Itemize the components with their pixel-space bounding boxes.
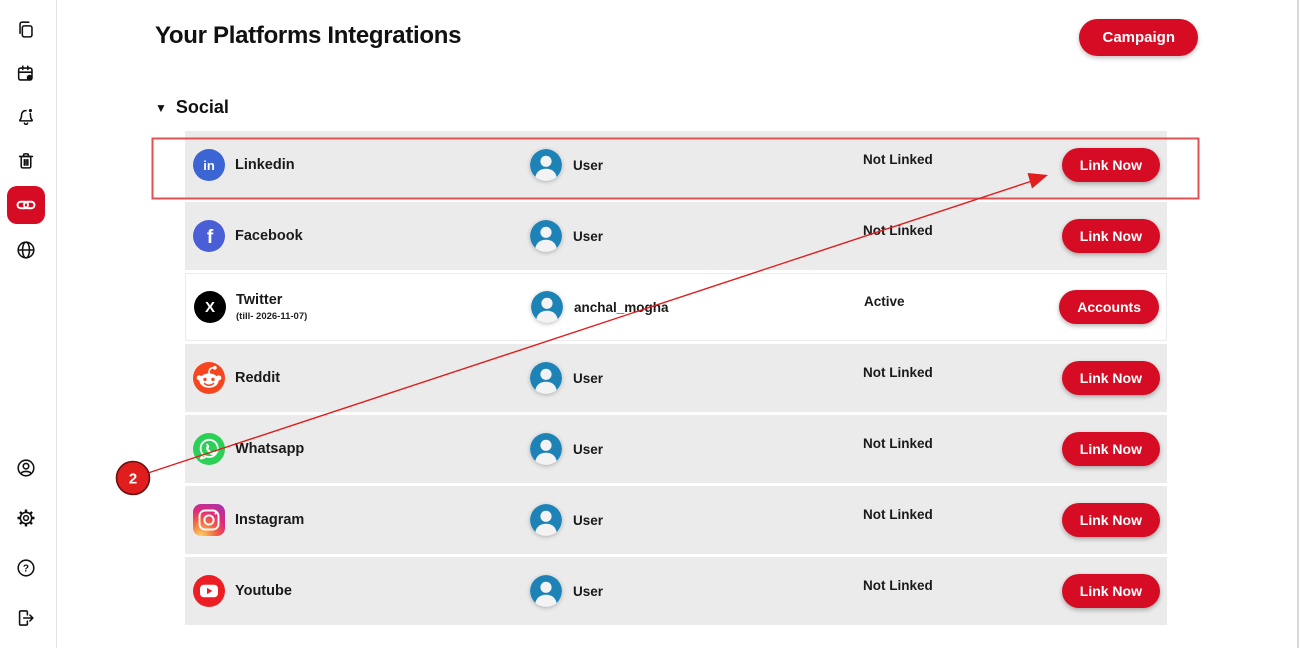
platform-row: Instagram User Not Linked Link Now <box>185 486 1167 554</box>
globe-icon[interactable] <box>15 239 37 261</box>
platform-name: Instagram <box>235 512 305 528</box>
status-cell: Not Linked <box>863 152 1062 173</box>
action-cell: Link Now <box>1061 148 1160 182</box>
status-label: Not Linked <box>863 222 933 238</box>
user-cell: User <box>530 362 863 394</box>
whatsapp-icon <box>193 433 225 465</box>
notifications-icon[interactable] <box>15 106 37 128</box>
platform-cell: Reddit <box>185 362 530 394</box>
status-cell: Not Linked <box>863 223 1062 244</box>
action-button[interactable]: Accounts <box>1059 290 1159 324</box>
status-label: Not Linked <box>863 364 933 380</box>
trash-icon[interactable] <box>15 150 37 172</box>
user-name: anchal_mogha <box>574 299 669 315</box>
platform-name: Youtube <box>235 583 292 599</box>
platform-row: f Facebook User Not Linked Link Now <box>185 202 1167 270</box>
linkedin-icon: in <box>193 149 225 181</box>
user-avatar <box>530 575 562 607</box>
platform-name: Twitter <box>236 292 283 308</box>
social-section-toggle[interactable]: ▼ Social <box>155 97 229 118</box>
page-title: Your Platforms Integrations <box>155 22 462 49</box>
youtube-icon <box>193 575 225 607</box>
action-cell: Accounts <box>1059 290 1159 324</box>
user-cell: User <box>530 504 863 536</box>
platform-cell: Whatsapp <box>185 433 530 465</box>
user-cell: User <box>530 220 863 252</box>
user-name: User <box>573 583 604 599</box>
instagram-icon <box>193 504 225 536</box>
platform-cell: Youtube <box>185 575 530 607</box>
status-label: Not Linked <box>863 435 933 451</box>
action-cell: Link Now <box>1061 574 1160 608</box>
user-avatar <box>530 433 562 465</box>
copy-icon[interactable] <box>15 19 37 41</box>
platform-cell: Instagram <box>185 504 530 536</box>
platform-row: Reddit User Not Linked Link Now <box>185 344 1167 412</box>
facebook-icon: f <box>193 220 225 252</box>
platform-name: Reddit <box>235 370 281 386</box>
main-content: Your Platforms Integrations Campaign ▼ S… <box>57 0 1300 648</box>
action-button[interactable]: Link Now <box>1061 361 1160 395</box>
user-avatar <box>530 220 562 252</box>
section-label: Social <box>175 97 229 117</box>
svg-text:?: ? <box>23 563 29 574</box>
campaign-button[interactable]: Campaign <box>1079 19 1198 56</box>
user-name: User <box>573 370 604 386</box>
user-name: User <box>573 157 604 173</box>
platform-row: X Twitter (till- 2026-11-07) anchal_mogh… <box>185 273 1167 341</box>
status-label: Not Linked <box>863 577 933 593</box>
user-cell: User <box>530 575 863 607</box>
status-cell: Not Linked <box>863 436 1062 457</box>
platform-cell: X Twitter (till- 2026-11-07) <box>186 291 531 323</box>
logout-icon[interactable] <box>15 607 37 629</box>
calendar-icon[interactable] <box>15 63 37 85</box>
reddit-icon <box>193 362 225 394</box>
status-cell: Not Linked <box>863 365 1062 386</box>
settings-icon[interactable] <box>15 507 37 529</box>
user-avatar <box>530 149 562 181</box>
action-button[interactable]: Link Now <box>1061 148 1160 182</box>
account-icon[interactable] <box>15 457 37 479</box>
user-cell: User <box>530 433 863 465</box>
action-button[interactable]: Link Now <box>1061 432 1160 466</box>
platform-cell: f Facebook <box>185 220 530 252</box>
user-cell: User <box>530 149 863 181</box>
status-label: Active <box>864 293 905 309</box>
platform-row: Youtube User Not Linked Link Now <box>185 557 1167 625</box>
user-avatar <box>531 291 563 323</box>
platform-name: Facebook <box>235 228 303 244</box>
link-icon[interactable] <box>7 186 45 224</box>
scrollbar-track[interactable] <box>1297 0 1299 648</box>
status-cell: Not Linked <box>863 507 1062 528</box>
action-cell: Link Now <box>1061 219 1160 253</box>
action-button[interactable]: Link Now <box>1061 503 1160 537</box>
platform-name: Linkedin <box>235 157 295 173</box>
user-cell: anchal_mogha <box>531 291 864 323</box>
status-label: Not Linked <box>863 506 933 522</box>
twitter-x-icon: X <box>194 291 226 323</box>
platform-row: in Linkedin User Not Linked Link Now <box>185 131 1167 199</box>
platform-name: Whatsapp <box>235 441 305 457</box>
platform-cell: in Linkedin <box>185 149 530 181</box>
status-cell: Not Linked <box>863 578 1062 599</box>
action-button[interactable]: Link Now <box>1061 219 1160 253</box>
platform-list: in Linkedin User Not Linked Link Now f F <box>185 131 1167 628</box>
user-avatar <box>530 362 562 394</box>
help-icon[interactable]: ? <box>15 557 37 579</box>
user-name: User <box>573 228 604 244</box>
sidebar: ? <box>0 0 57 648</box>
status-cell: Active <box>864 294 1059 315</box>
action-button[interactable]: Link Now <box>1061 574 1160 608</box>
action-cell: Link Now <box>1061 361 1160 395</box>
action-cell: Link Now <box>1061 503 1160 537</box>
action-cell: Link Now <box>1061 432 1160 466</box>
user-name: User <box>573 441 604 457</box>
chevron-down-icon: ▼ <box>155 100 167 115</box>
platform-row: Whatsapp User Not Linked Link Now <box>185 415 1167 483</box>
status-label: Not Linked <box>863 151 933 167</box>
platform-validity: (till- 2026-11-07) <box>236 311 308 322</box>
user-avatar <box>530 504 562 536</box>
user-name: User <box>573 512 604 528</box>
